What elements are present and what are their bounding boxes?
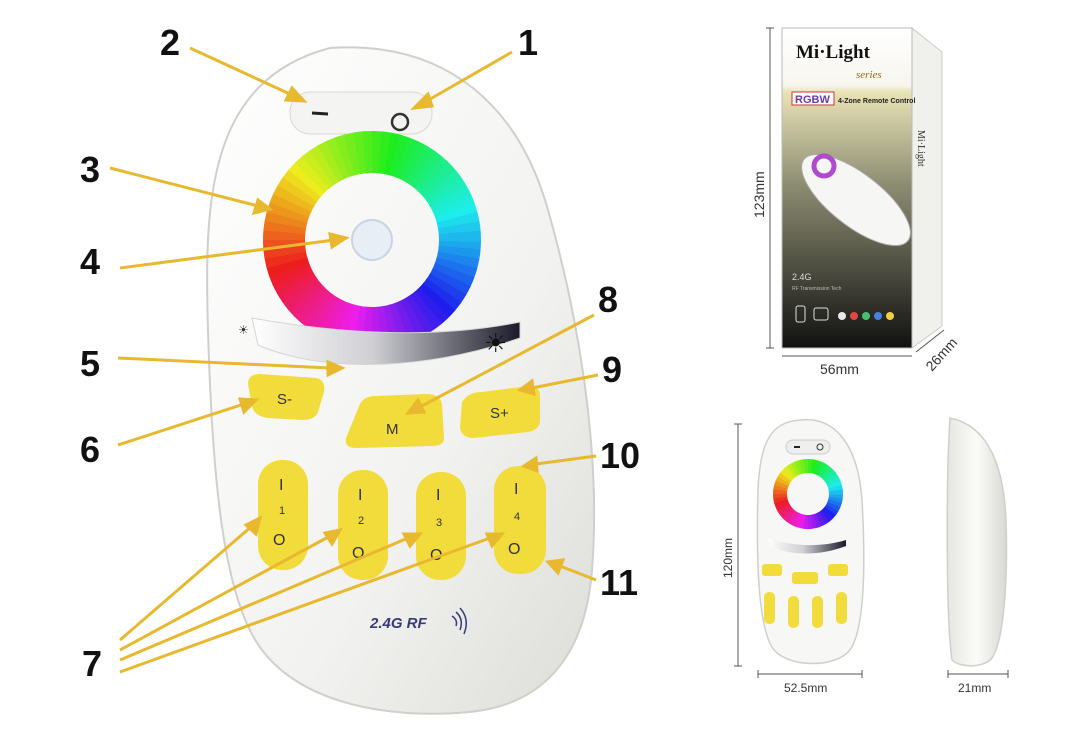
box-freq: 2.4G: [792, 272, 812, 282]
callout-arrows: [109, 46, 599, 674]
box-badge: RGBW: [795, 94, 830, 106]
callout-8: 8: [598, 279, 618, 320]
zone-4-off-label: O: [508, 541, 520, 558]
zone-1-on-label: I: [279, 477, 283, 494]
speed-up-button[interactable]: [460, 386, 540, 438]
zone-1-number: 1: [279, 505, 285, 517]
mode-label: M: [386, 421, 399, 438]
callout-1: 1: [518, 22, 538, 63]
box-tech: RF Transmission Tech: [792, 286, 842, 292]
box-series: series: [856, 69, 882, 81]
box-width-dim: 56mm: [820, 361, 859, 377]
callout-7: 7: [82, 643, 102, 684]
zone-3-button[interactable]: I 3 O: [416, 472, 466, 580]
package-box: Mi·Light Mi·Light series RGBW 4-Zone Rem…: [751, 26, 960, 377]
box-remote-wheel: [811, 153, 837, 179]
callout-9: 9: [602, 349, 622, 390]
zone-2-number: 2: [358, 515, 364, 527]
remote-height-dim: 120mm: [721, 538, 735, 578]
top-button-pad: [289, 91, 433, 135]
off-minus-button[interactable]: [311, 111, 329, 116]
box-phone-icon: [795, 305, 806, 323]
box-height-dim: 123mm: [751, 171, 767, 218]
zone-4-number: 4: [514, 511, 520, 523]
remote-rf-logo: 2.4G RF: [369, 615, 428, 632]
zone-1-off-label: O: [273, 532, 285, 549]
zone-3-on-label: I: [436, 487, 440, 504]
callout-11: 11: [600, 562, 638, 603]
speed-up-label: S+: [490, 405, 509, 422]
wheel-center-button[interactable]: [351, 219, 393, 261]
small-remote-side: 21mm: [946, 417, 1009, 695]
callout-4: 4: [80, 241, 100, 282]
remote-depth-dim: 21mm: [958, 681, 991, 695]
brightness-slider[interactable]: [251, 317, 521, 365]
on-circle-button[interactable]: [390, 112, 410, 132]
callout-5: 5: [80, 343, 100, 384]
speed-down-label: S-: [277, 391, 292, 408]
box-bulb-icons: [838, 312, 894, 320]
zone-4-on-label: I: [514, 481, 518, 498]
small-remote-front: 120mm 52.5mm: [721, 418, 865, 695]
box-depth-dim: 26mm: [922, 334, 960, 374]
zone-1-button[interactable]: I 1 O: [258, 460, 308, 570]
box-product: 4-Zone Remote Control: [838, 98, 915, 105]
box-side: [911, 26, 943, 349]
callout-6: 6: [80, 429, 100, 470]
brightness-low-icon: ☀: [238, 323, 249, 337]
box-router-icon: [813, 307, 829, 321]
zone-4-button[interactable]: I 4 O: [494, 466, 546, 574]
callout-numbers: 1 2 3 4 5 6 7 8 9 10 11: [80, 22, 640, 684]
box-brand: Mi·Light: [796, 42, 871, 63]
zone-2-on-label: I: [358, 487, 362, 504]
callout-3: 3: [80, 149, 100, 190]
wifi-icon: [451, 607, 467, 635]
box-side-text: Mi·Light: [915, 130, 926, 167]
speed-down-button[interactable]: [248, 374, 325, 420]
zone-3-number: 3: [436, 517, 442, 529]
remote-width-dim: 52.5mm: [784, 681, 827, 695]
main-remote: ☀ ☀ S- M S+ I 1 O I 2 O I 3 O I: [206, 46, 596, 715]
box-badge-bg: [791, 91, 835, 106]
callout-2: 2: [160, 22, 180, 63]
brightness-high-icon: ☀: [484, 328, 507, 358]
callout-10: 10: [600, 435, 640, 476]
